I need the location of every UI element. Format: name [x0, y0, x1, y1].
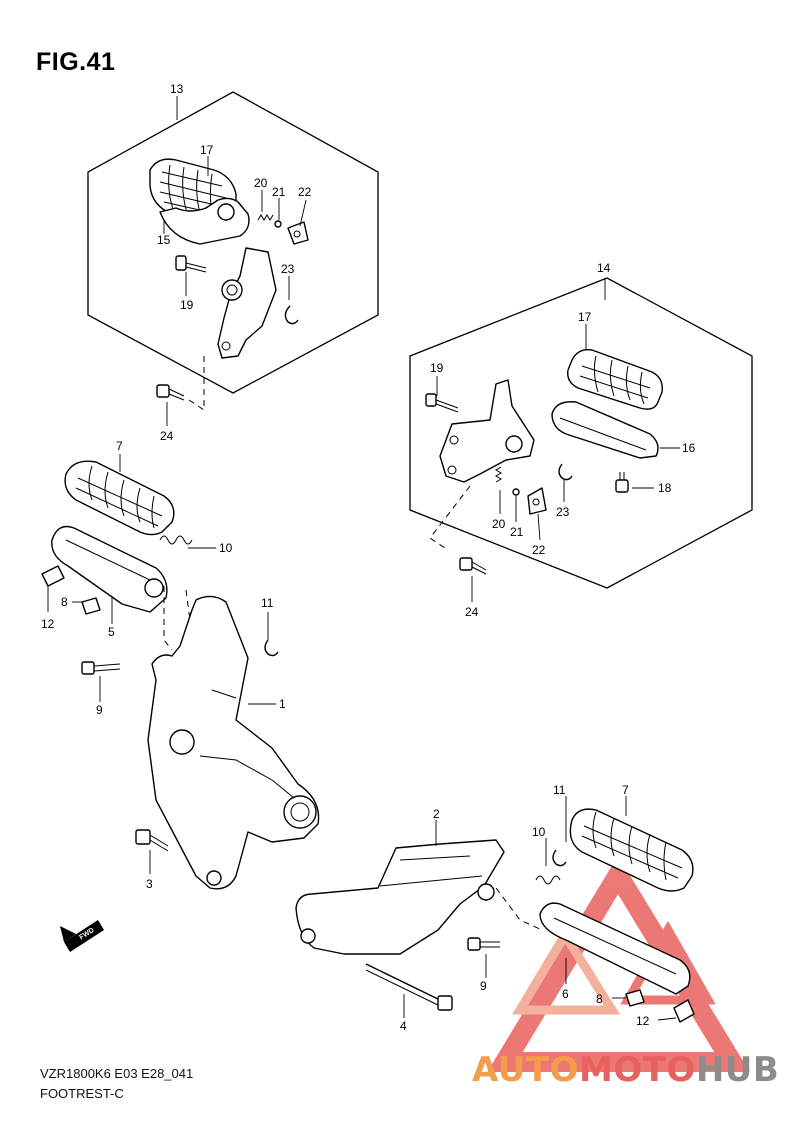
plate-22-right: [527, 487, 547, 515]
clip-11-left: [264, 639, 279, 657]
watermark-part-auto: AUTO: [472, 1050, 579, 1090]
callout-6: 6: [562, 987, 569, 1001]
callout-4: 4: [400, 1019, 407, 1033]
footrest-rubber-17-right: [567, 349, 663, 410]
forward-direction-icon: FWD: [60, 920, 104, 952]
footrest-arm-16: [551, 401, 659, 459]
figure-title: FIG.41: [36, 48, 116, 76]
footrest-arm-5: [51, 525, 168, 613]
assembly-14-frame: [409, 277, 753, 589]
footrest-arm-15: [159, 197, 250, 245]
callout-22-upper: 22: [298, 185, 312, 199]
assembly-line-left: [163, 586, 191, 651]
callout-16: 16: [682, 441, 696, 455]
footrest-bracket-right: [439, 379, 535, 483]
footrest-bracket-upper: [217, 247, 277, 359]
bolt-3: [135, 829, 169, 852]
bolt-12-left: [41, 565, 65, 587]
callout-7-right: 7: [622, 783, 629, 797]
callout-12-left: 12: [41, 617, 55, 631]
footrest-bracket-1: [147, 595, 320, 890]
callout-7-left: 7: [116, 439, 123, 453]
ball-21-upper: [274, 220, 282, 228]
callout-10-left: 10: [219, 541, 233, 555]
callout-3: 3: [146, 877, 153, 891]
bolt-18: [615, 472, 629, 493]
callout-8-left: 8: [61, 595, 68, 609]
bolt-19-right: [425, 393, 459, 413]
callout-21-right: 21: [510, 525, 524, 539]
callout-5: 5: [108, 625, 115, 639]
callout-labels: 13 17 15 20 21 22 23 19 24 14 17 16 18 1…: [41, 82, 696, 1033]
bolt-9-right: [467, 937, 500, 951]
nut-8-right: [625, 989, 645, 1007]
footrest-bracket-2: [295, 839, 505, 955]
figure-code: VZR1800K6 E03 E28_041: [40, 1066, 194, 1081]
bolt-24-upper: [156, 384, 185, 401]
watermark-logo: [487, 855, 750, 1072]
long-bolt-4: [365, 963, 453, 1011]
plate-22-upper: [287, 221, 309, 245]
footrest-rubber-7-left: [64, 460, 175, 536]
callout-8-right: 8: [596, 992, 603, 1006]
bolt-19-upper: [175, 255, 207, 273]
spring-20-upper: [257, 214, 274, 221]
bolt-24-right: [459, 557, 487, 575]
callout-17-upper: 17: [200, 143, 214, 157]
footrest-arm-6: [539, 902, 691, 995]
watermark-part-moto: MOTO: [579, 1050, 696, 1090]
assembly-line-upper: [185, 356, 205, 411]
callout-23-upper: 23: [281, 262, 295, 276]
callout-18: 18: [658, 481, 672, 495]
assembly-line-lower-right: [495, 887, 543, 931]
figure-name: FOOTREST-C: [40, 1086, 124, 1101]
spring-10-left: [159, 535, 193, 545]
callout-19-upper: 19: [180, 298, 194, 312]
callout-20-right: 20: [492, 517, 506, 531]
callout-11-right: 11: [553, 783, 566, 797]
callout-19-right: 19: [430, 361, 444, 375]
callout-17-right: 17: [578, 310, 592, 324]
clip-11-right: [552, 849, 567, 867]
callout-21-upper: 21: [272, 185, 286, 199]
watermark-part-hub: HUB: [696, 1050, 779, 1090]
callout-2: 2: [433, 807, 440, 821]
callout-9-right: 9: [480, 979, 487, 993]
spring-20-right: [495, 466, 502, 483]
callout-11-left: 11: [261, 596, 274, 610]
assembly-line-right: [429, 485, 471, 551]
leader-lines: [47, 156, 680, 1021]
bolt-12-right: [673, 999, 695, 1023]
callout-12-right: 12: [636, 1014, 650, 1028]
callout-24-right: 24: [465, 605, 479, 619]
bolt-9-left: [81, 661, 121, 675]
ball-21-right: [512, 488, 520, 496]
callout-13: 13: [170, 82, 184, 96]
clip-23-upper: [284, 305, 299, 325]
footrest-rubber-7-right: [569, 808, 694, 892]
clip-23-right: [558, 463, 573, 481]
watermark-text: AUTOMOTOHUB: [472, 1050, 779, 1090]
callout-24-upper: 24: [160, 429, 174, 443]
callout-9-left: 9: [96, 703, 103, 717]
callout-14: 14: [597, 261, 611, 275]
callout-10-right: 10: [532, 825, 546, 839]
callout-1: 1: [279, 697, 286, 711]
nut-8-left: [81, 597, 101, 615]
callout-15: 15: [157, 233, 171, 247]
callout-22-right: 22: [532, 543, 546, 557]
spring-10-right: [535, 875, 561, 885]
callout-23-right: 23: [556, 505, 570, 519]
callout-20-upper: 20: [254, 176, 268, 190]
svg-text:AUTOMOTOHUB: AUTOMOTOHUB: [472, 1050, 779, 1090]
assembly-13-frame: [87, 91, 379, 394]
